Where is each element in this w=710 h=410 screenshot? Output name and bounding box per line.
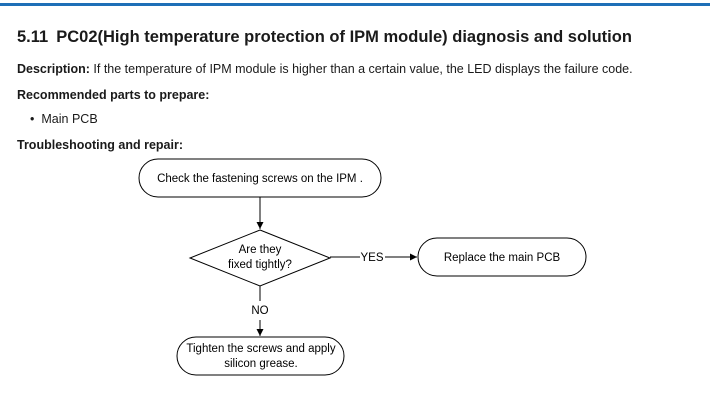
tighten-label-line1: Tighten the screws and apply (186, 343, 335, 355)
replace-pcb-box (417, 237, 587, 277)
replace-pcb-label: Replace the main PCB (444, 252, 561, 264)
no-label: NO (251, 305, 268, 317)
description: Description: If the temperature of IPM m… (17, 62, 633, 76)
troubleshooting-heading: Troubleshooting and repair: (17, 138, 183, 152)
section-heading: 5.11 PC02(High temperature protection of … (17, 28, 632, 47)
list-item: • Main PCB (30, 112, 98, 126)
header-rule (0, 3, 710, 6)
decision-label-line1: Are they (239, 244, 282, 256)
yes-label: YES (360, 252, 383, 264)
description-label: Description: (17, 62, 90, 76)
decision-diamond (188, 229, 332, 287)
description-text: If the temperature of IPM module is high… (89, 62, 633, 76)
parts-heading: Recommended parts to prepare: (17, 88, 210, 102)
section-number: 5.11 (17, 28, 49, 46)
part-item-label: Main PCB (41, 112, 98, 126)
tighten-label-line2: silicon grease. (224, 358, 298, 370)
bullet-icon: • (30, 112, 35, 126)
decision-label-line2: fixed tightly? (228, 259, 292, 271)
tighten-screws-box (176, 336, 345, 376)
section-title: PC02(High temperature protection of IPM … (56, 28, 632, 46)
start-label: Check the fastening screws on the IPM . (157, 173, 363, 185)
